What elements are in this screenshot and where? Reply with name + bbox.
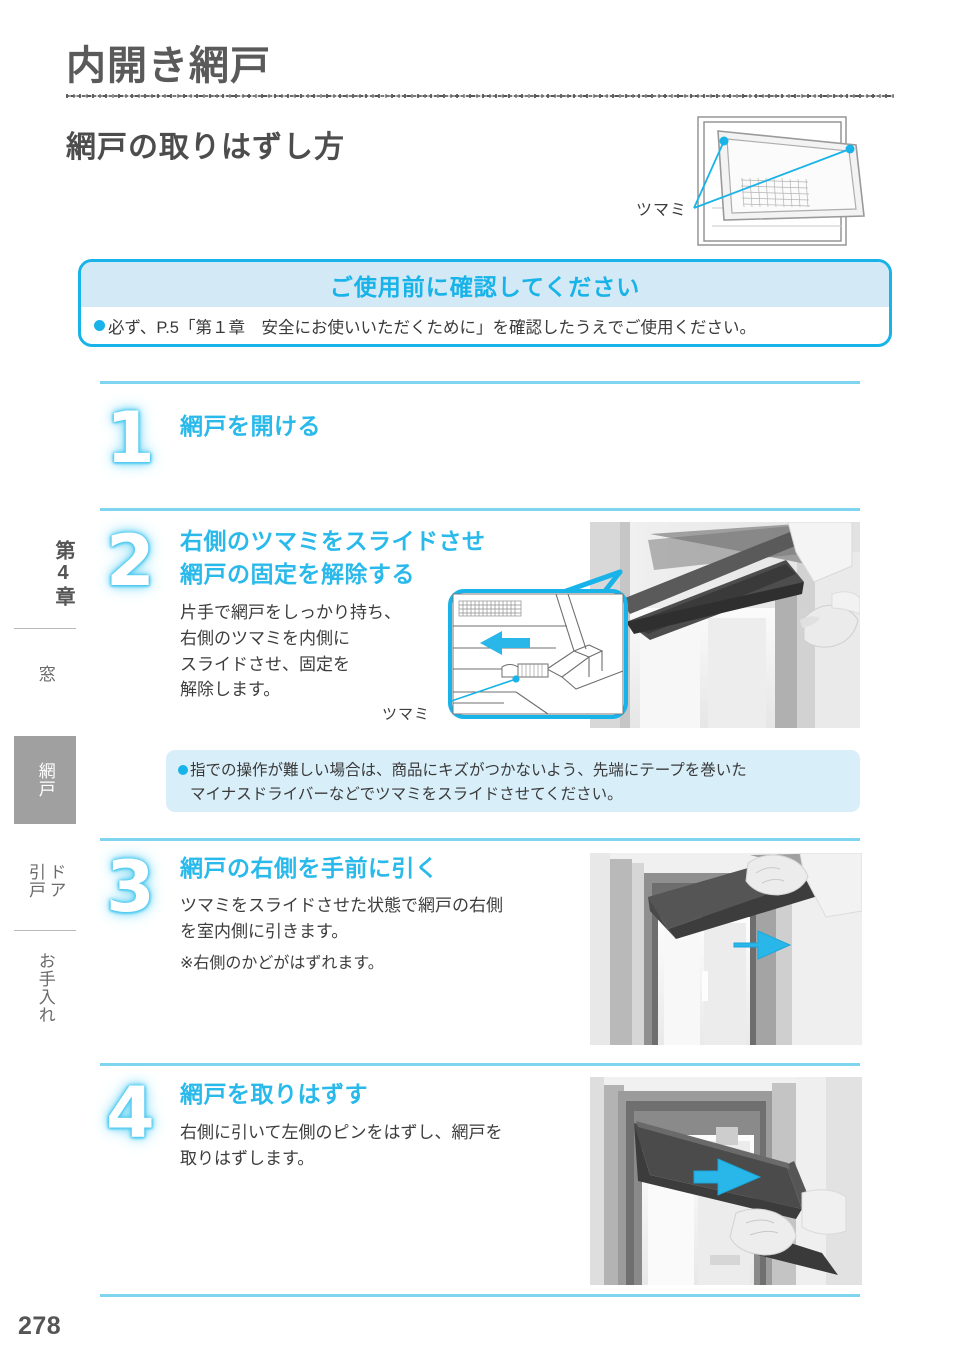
step-body-4-line2: 取りはずします。 xyxy=(180,1148,315,1168)
bullet-icon xyxy=(94,320,105,331)
side-rail: 第4章 窓 網戸 ドア 引戸 お手入れ 278 xyxy=(0,0,92,1358)
sidebar-tab-label: 窓 xyxy=(35,665,55,683)
step-title-3: 網戸の右側を手前に引く xyxy=(180,855,439,881)
step-body-3: ツマミをスライドさせた状態で網戸の右側 を室内側に引きます。 xyxy=(180,893,503,945)
tip-box: 指での操作が難しい場合は、商品にキズがつかないよう、先端にテープを巻いた マイナ… xyxy=(166,750,860,812)
step-body-2-line1: 片手で網戸をしっかり持ち、 xyxy=(180,603,401,622)
sidebar-tab-door-hikido[interactable]: ドア 引戸 xyxy=(14,844,76,918)
sidebar-tab-label: ドア 引戸 xyxy=(26,863,66,899)
sidebar-tab-label: 網戸 xyxy=(35,762,55,798)
step-body-2-line4: 解除します。 xyxy=(180,680,281,700)
sidebar-tab-amido[interactable]: 網戸 xyxy=(14,736,76,824)
step-body-3-line2: を室内側に引きます。 xyxy=(180,921,349,941)
notice-box: ご使用前に確認してください 必ず、P.5「第１章 安全にお使いいただくために」を… xyxy=(78,259,892,347)
rail-divider xyxy=(14,930,76,931)
step-number-3: 3 xyxy=(106,846,155,928)
step-body-4-line1: 右側に引いて左側のピンをはずし、網戸を xyxy=(180,1123,503,1142)
step-divider-2 xyxy=(100,508,860,511)
tip-line-2: マイナスドライバーなどでツマミをスライドさせてください。 xyxy=(190,786,623,804)
page-number: 278 xyxy=(18,1312,62,1340)
step-body-2: 片手で網戸をしっかり持ち、 右側のツマミを内側に スライドさせ、固定を 解除しま… xyxy=(180,600,401,703)
step-divider-1 xyxy=(100,381,860,384)
notice-body-text: 必ず、P.5「第１章 安全にお使いいただくために」を確認したうえでご使用ください… xyxy=(108,318,756,337)
hero-label-tsumami: ツマミ xyxy=(636,202,688,219)
tip-text-1: 指での操作が難しい場合は、商品にキズがつかないよう、先端にテープを巻いた xyxy=(190,762,747,779)
notice-header: ご使用前に確認してください xyxy=(81,262,889,307)
step-divider-4 xyxy=(100,1063,860,1066)
bullet-icon xyxy=(178,765,188,775)
hero-window-diagram xyxy=(620,108,920,253)
notice-heading-text: ご使用前に確認してください xyxy=(329,273,641,300)
sidebar-tab-oteire[interactable]: お手入れ xyxy=(14,942,76,1034)
sidebar-tab-label: お手入れ xyxy=(35,952,55,1024)
sidebar-tab-mado[interactable]: 窓 xyxy=(14,644,76,704)
hero-knob-marker-right xyxy=(845,144,855,154)
step-body-4: 右側に引いて左側のピンをはずし、網戸を 取りはずします。 xyxy=(180,1120,503,1172)
step-3-photo xyxy=(590,853,862,1045)
title-rule xyxy=(66,94,894,99)
step-number-1: 1 xyxy=(106,397,155,479)
step-title-1: 網戸を開ける xyxy=(180,413,321,439)
page-subtitle: 網戸の取りはずし方 xyxy=(66,131,345,164)
step-title-4: 網戸を取りはずす xyxy=(180,1081,368,1107)
tip-line-1: 指での操作が難しい場合は、商品にキズがつかないよう、先端にテープを巻いた xyxy=(178,759,846,783)
step-2-inset-illustration xyxy=(421,589,628,719)
step-divider-3 xyxy=(100,838,860,841)
step-note-3: ※右側のかどがはずれます。 xyxy=(180,955,384,972)
step-number-2: 2 xyxy=(106,520,155,602)
rail-divider xyxy=(14,628,76,629)
step-body-3-line1: ツマミをスライドさせた状態で網戸の右側 xyxy=(180,896,503,915)
inset-label-tsumami: ツマミ xyxy=(382,706,431,723)
step-title-2: 右側のツマミをスライドさせ 網戸の固定を解除する xyxy=(180,525,486,590)
page-title: 内開き網戸 xyxy=(66,44,271,88)
chapter-label: 第4章 xyxy=(52,540,74,608)
step-title-2-line2: 網戸の固定を解除する xyxy=(180,560,415,587)
step-body-2-line3: スライドさせ、固定を xyxy=(180,654,350,674)
step-2-photo xyxy=(590,522,860,728)
step-title-2-line1: 右側のツマミをスライドさせ xyxy=(180,528,486,554)
hero-knob-marker-left xyxy=(719,136,729,146)
step-number-4: 4 xyxy=(106,1072,155,1154)
step-body-2-line2: 右側のツマミを内側に xyxy=(180,628,350,648)
notice-body: 必ず、P.5「第１章 安全にお使いいただくために」を確認したうえでご使用ください… xyxy=(81,307,889,344)
step-divider-bottom xyxy=(100,1294,860,1297)
step-4-photo xyxy=(590,1077,862,1285)
